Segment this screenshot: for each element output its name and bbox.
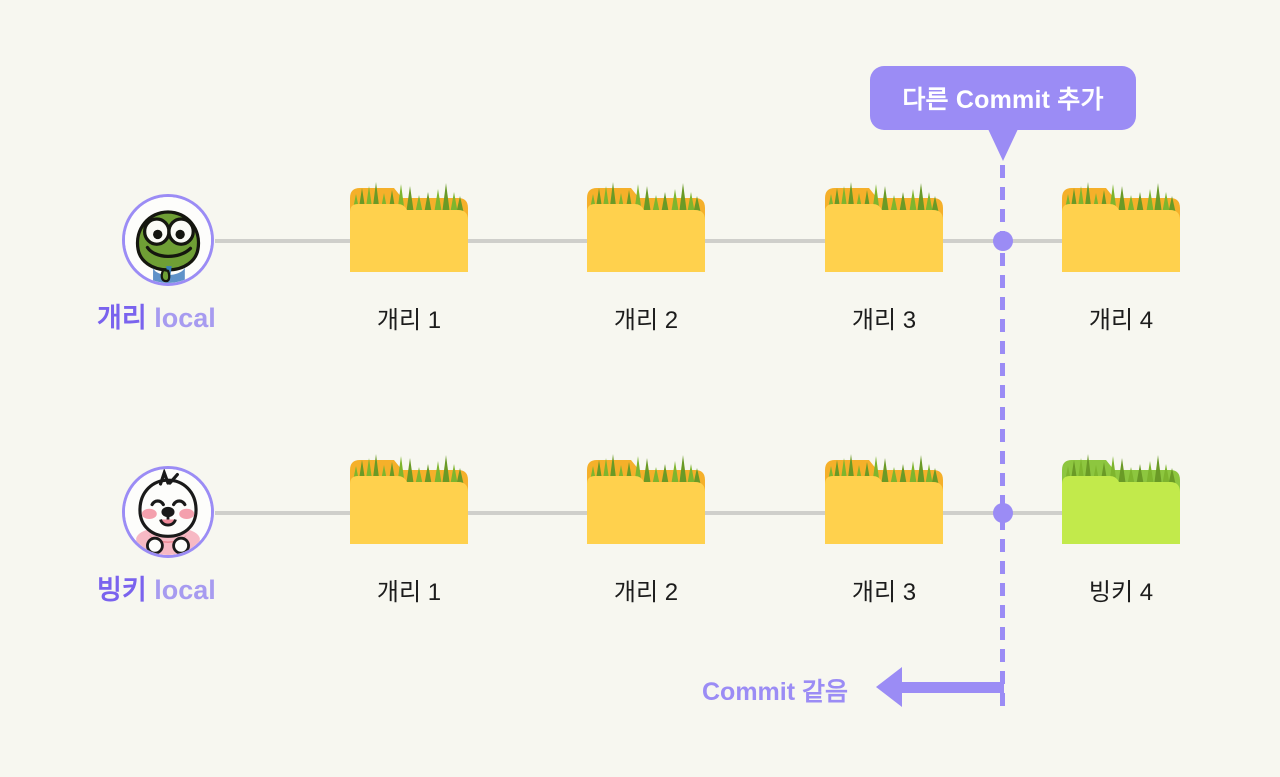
branch-name-bingki: 빙키 [97,575,147,605]
tooltip-label: 다른 Commit 추가 [902,86,1104,114]
branch-label-bingki: 빙키 local [97,568,216,607]
commit-caption-gary-1: 개리 1 [376,307,442,334]
same-commit-label: Commit 같음 [702,678,849,706]
commit-marker-dot-gary [993,231,1013,251]
branch-label-gary: 개리 local [97,296,216,335]
commit-caption-bingki-4: 빙키 4 [1088,579,1154,606]
commit-caption-bingki-3: 개리 3 [851,579,917,606]
commit-caption-gary-2: 개리 2 [613,307,679,334]
commit-folder-gary-2[interactable] [587,180,705,280]
commit-folder-bingki-1[interactable] [350,452,468,552]
branch-name-gary: 개리 [97,303,147,333]
frog-avatar-icon [125,197,211,283]
commit-caption-bingki-1: 개리 1 [376,579,442,606]
commit-caption-gary-3: 개리 3 [851,307,917,334]
commit-folder-bingki-3[interactable] [825,452,943,552]
commit-folder-gary-4[interactable] [1062,180,1180,280]
commit-caption-gary-4: 개리 4 [1088,307,1154,334]
commit-folder-gary-3[interactable] [825,180,943,280]
same-commit-arrow-head-icon [876,667,902,707]
branch-scope-gary: local [154,303,216,333]
tooltip-pointer-icon [988,129,1018,161]
dog-avatar-icon [125,469,211,555]
commit-marker-dot-bingki [993,503,1013,523]
commit-folder-bingki-2[interactable] [587,452,705,552]
avatar-bingki[interactable] [122,466,214,558]
commit-divergence-line [1000,165,1005,710]
same-commit-arrow-shaft [900,682,1004,693]
commit-folder-bingki-4[interactable] [1062,452,1180,552]
commit-caption-bingki-2: 개리 2 [613,579,679,606]
tooltip-add-different-commit: 다른 Commit 추가 [870,66,1136,130]
commit-folder-gary-1[interactable] [350,180,468,280]
avatar-gary[interactable] [122,194,214,286]
branch-scope-bingki: local [154,575,216,605]
